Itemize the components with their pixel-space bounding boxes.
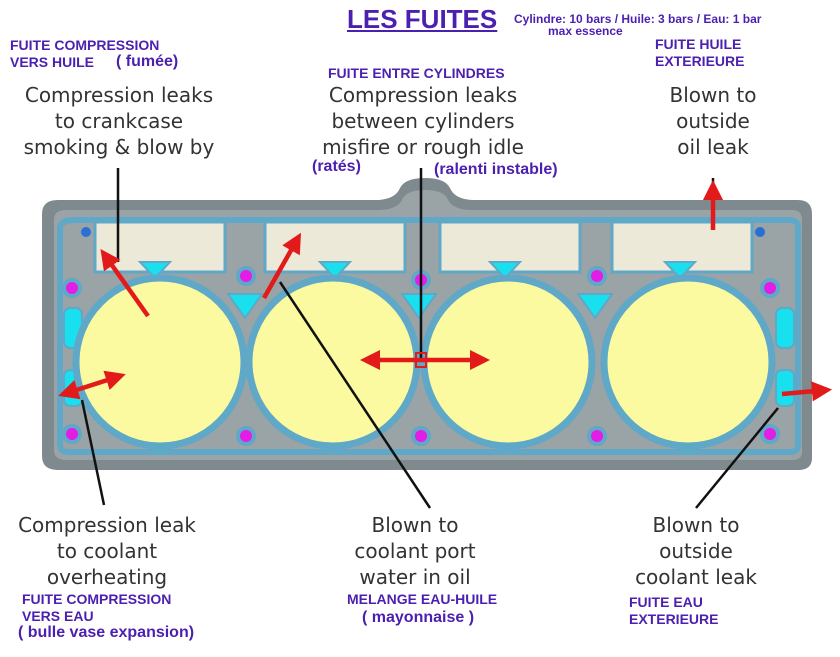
label-coolant-port-en: Blown to coolant port water in oil [354, 513, 476, 589]
cylinder-bores [72, 274, 776, 450]
between-cylinders-marker [415, 352, 427, 368]
label-external-oil-fr-1: FUITE HUILE [655, 36, 742, 52]
label-coolant-port-fr: MELANGE EAU-HUILE [347, 591, 498, 607]
dowel-left [81, 227, 91, 237]
label-compression-coolant-fr-2: VERS EAU [22, 608, 94, 624]
arrow-coolant-passage-leak [262, 232, 301, 300]
label-between-cylinders-fr: FUITE ENTRE CYLINDRES [328, 65, 505, 81]
arrow-external-coolant-leak [781, 381, 833, 402]
label-coolant-port-note: ( mayonnaise ) [362, 609, 475, 626]
pressure-summary: Cylindre: 10 bars / Huile: 3 bars / Eau:… [514, 12, 762, 26]
label-compression-oil-fr-2: VERS HUILE [10, 54, 95, 70]
label-between-cylinders-en: Compression leaks between cylinders misf… [322, 83, 524, 159]
label-compression-coolant-fr-1: FUITE COMPRESSION [22, 591, 172, 607]
label-external-coolant-en: Blown to outside coolant leak [635, 513, 757, 589]
label-compression-oil-note: ( fumée) [116, 53, 179, 70]
dowel-right [755, 227, 765, 237]
label-compression-oil-en: Compression leaks to crankcase smoking &… [23, 83, 215, 159]
label-compression-coolant-note: ( bulle vase expansion) [18, 624, 195, 641]
label-compression-oil-fr-1: FUITE COMPRESSION [10, 37, 160, 53]
label-between-cylinders-note-2: (ralenti instable) [434, 161, 558, 178]
label-external-oil-fr-2: EXTERIEURE [655, 53, 745, 69]
cylinder-4 [600, 274, 776, 450]
arrow-coolant-leak [58, 370, 126, 400]
pointer-lines [80, 168, 779, 509]
pressure-note: max essence [548, 24, 623, 38]
page-title: LES FUITES [347, 4, 498, 34]
label-external-oil-en: Blown to outside oil leak [669, 83, 757, 159]
label-compression-coolant-en: Compression leak to coolant overheating [18, 513, 196, 589]
label-external-coolant-fr-1: FUITE EAU [629, 594, 703, 610]
gasket-seal-outline [57, 217, 801, 455]
cylinder-1 [72, 274, 248, 450]
arrow-crankcase-leak [100, 249, 150, 318]
label-between-cylinders-note-1: (ratés) [312, 158, 361, 175]
label-external-coolant-fr-2: EXTERIEURE [629, 611, 719, 627]
